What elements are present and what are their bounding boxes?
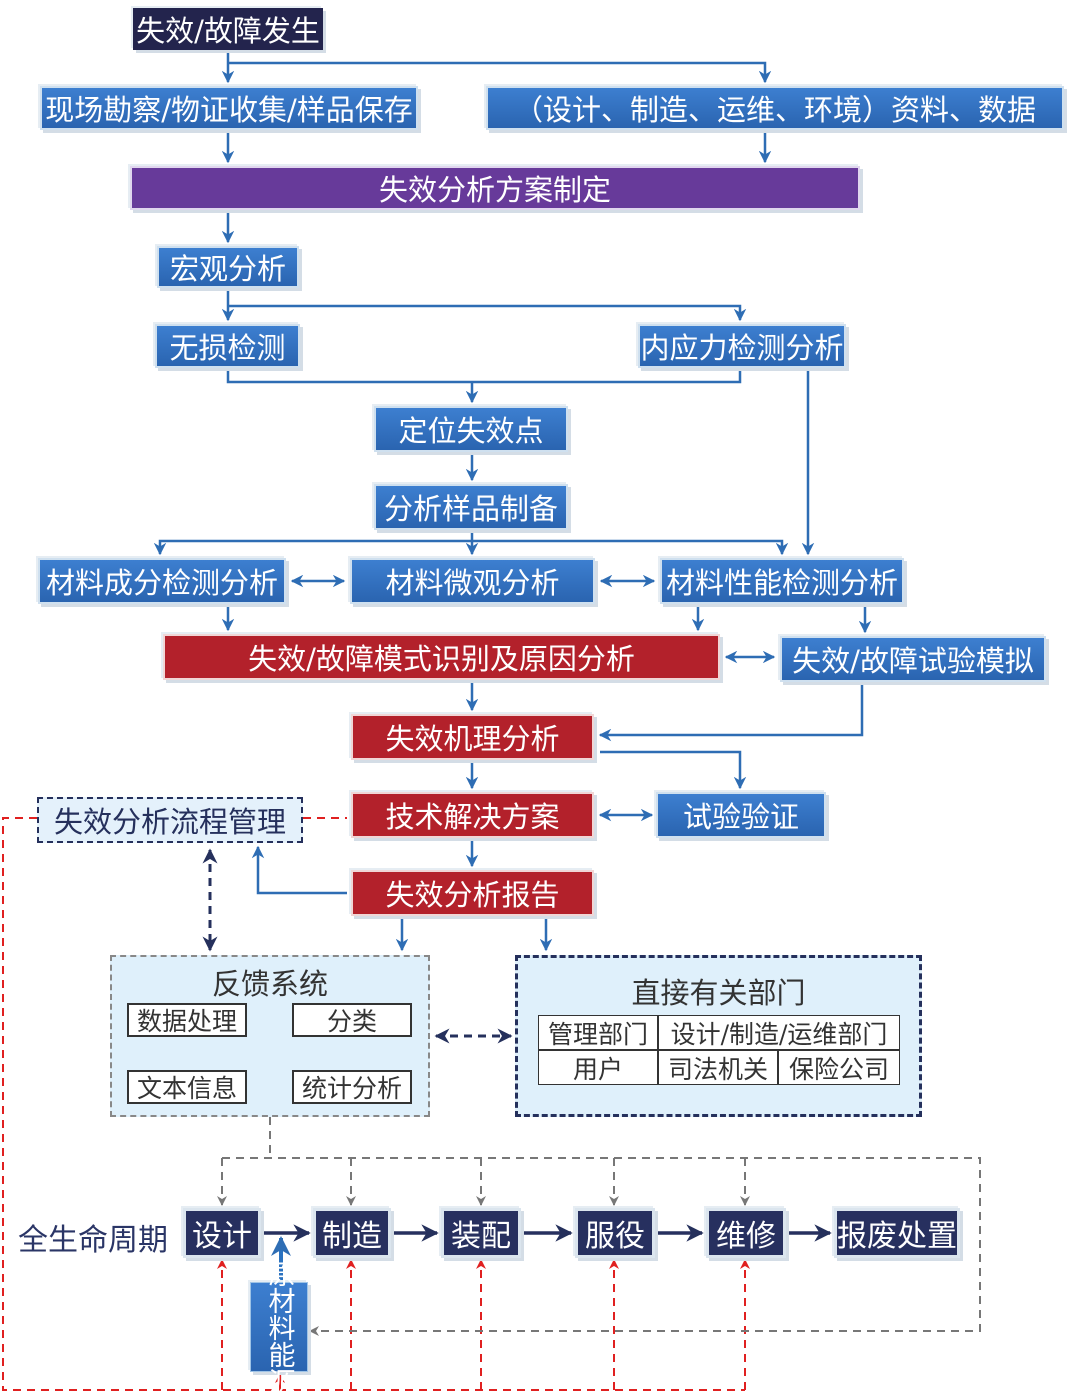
- connector-arrow: [2, 817, 745, 1391]
- node-locate-failure: 定位失效点: [374, 406, 568, 452]
- stage-manufacture: 制造: [313, 1208, 391, 1258]
- feedback-data-processing: 数据处理: [127, 1003, 247, 1037]
- dept-users: 用户: [538, 1050, 658, 1085]
- node-failure-occurs: 失效/故障发生: [133, 8, 323, 50]
- departments-title: 直接有关部门: [631, 976, 806, 1010]
- stage-maintenance: 维修: [706, 1208, 786, 1258]
- node-site-investigation: 现场勘察/物证收集/样品保存: [40, 86, 418, 130]
- dept-judiciary: 司法机关: [658, 1050, 778, 1085]
- node-analysis-plan: 失效分析方案制定: [130, 166, 860, 210]
- feedback-statistics: 统计分析: [292, 1070, 412, 1104]
- node-residual-stress: 内应力检测分析: [638, 324, 846, 368]
- node-properties: 材料性能检测分析: [660, 558, 904, 604]
- stage-disposal: 报废处置: [834, 1208, 960, 1258]
- connector-arrow: [228, 61, 772, 84]
- node-verification: 试验验证: [656, 792, 826, 838]
- node-solution: 技术解决方案: [351, 792, 594, 838]
- stage-design: 设计: [183, 1208, 261, 1258]
- departments-table: 管理部门 设计/制造/运维部门 用户 司法机关 保险公司: [538, 1015, 900, 1085]
- node-process-management: 失效分析流程管理: [37, 797, 303, 843]
- connector-arrow: [600, 750, 747, 790]
- node-failure-mode: 失效/故障模式识别及原因分析: [163, 634, 720, 680]
- node-ndt: 无损检测: [155, 324, 300, 368]
- node-composition: 材料成分检测分析: [38, 558, 286, 604]
- lifecycle-label: 全生命周期: [18, 1223, 168, 1258]
- node-report: 失效分析报告: [351, 870, 594, 916]
- dept-insurance: 保险公司: [778, 1050, 900, 1085]
- connector-arrow: [228, 304, 747, 322]
- node-raw-materials-energy: 原材料能源: [250, 1260, 308, 1395]
- node-mechanism: 失效机理分析: [351, 714, 594, 760]
- connector-arrow: [222, 1157, 981, 1336]
- connector-arrow: [251, 845, 347, 895]
- node-sample-prep: 分析样品制备: [374, 484, 568, 530]
- node-macro-analysis: 宏观分析: [157, 246, 299, 288]
- stage-service: 服役: [575, 1208, 655, 1258]
- connector-arrow: [226, 368, 742, 384]
- connector-arrow: [472, 539, 789, 556]
- node-failure-simulation: 失效/故障试验模拟: [780, 636, 1046, 682]
- feedback-title: 反馈系统: [211, 967, 328, 1001]
- connector-arrow: [153, 539, 472, 556]
- feedback-classification: 分类: [292, 1003, 412, 1037]
- node-documents-data: （设计、制造、运维、环境）资料、数据: [486, 86, 1064, 130]
- stage-assembly: 装配: [441, 1208, 521, 1258]
- dept-design-manufacture-ops: 设计/制造/运维部门: [658, 1015, 900, 1050]
- feedback-text-info: 文本信息: [127, 1070, 247, 1104]
- node-microstructure: 材料微观分析: [350, 558, 595, 604]
- dept-management: 管理部门: [538, 1015, 658, 1050]
- connector-arrow: [598, 682, 864, 742]
